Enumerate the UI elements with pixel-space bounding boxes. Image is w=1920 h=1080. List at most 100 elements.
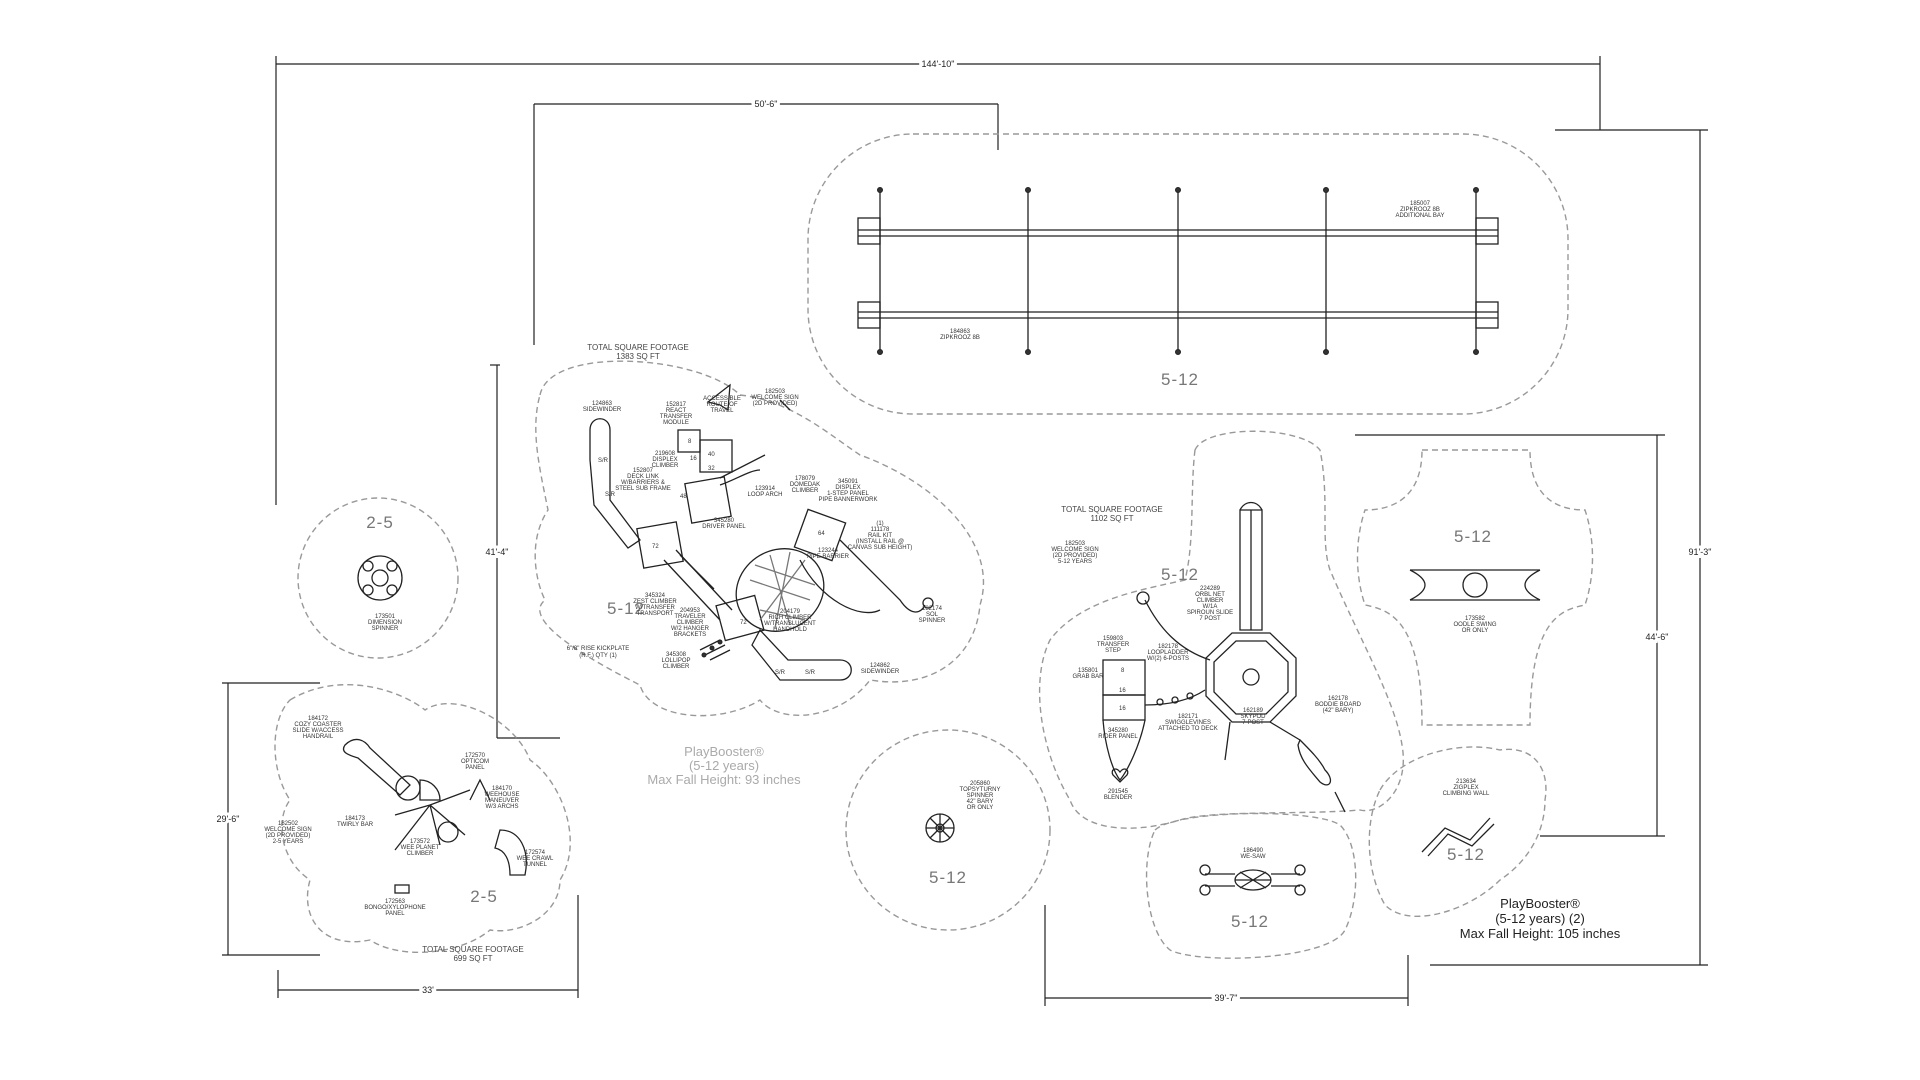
- dim-swing-width: 50'-6": [755, 99, 778, 109]
- deck-sr-4: S/R: [805, 670, 816, 676]
- safety-zones: [274, 133, 1594, 959]
- dim-left-structure-height: 41'-4": [486, 547, 509, 557]
- deck-40: 40: [708, 452, 715, 458]
- zone-spinner-2-5: [297, 497, 459, 659]
- zone-right-structure: [1038, 430, 1404, 829]
- dim-overall-height: 91'-3": [1689, 547, 1712, 557]
- deck-16-b: 16: [1119, 688, 1126, 694]
- dim-right-structure-height: 44'-6": [1646, 632, 1669, 642]
- zone-we-saw: [1145, 812, 1357, 959]
- dim-toddler-width: 33': [422, 985, 434, 995]
- deck-16-c: 16: [1119, 706, 1126, 712]
- zone-spinner-5-12: [845, 729, 1051, 931]
- zone-label-spinner-2-5: 2-5: [366, 513, 394, 532]
- dimension-lines: 144'-10" 50'-6" 91'-3" 41'-4" 29'-6" 33'…: [214, 56, 1714, 1006]
- zone-big-structure: [534, 360, 985, 717]
- zone-label-oodle: 5-12: [1454, 527, 1492, 546]
- deck-16-a: 16: [690, 456, 697, 462]
- deck-8-a: 8: [688, 439, 692, 445]
- dim-toddler-height: 29'-6": [217, 814, 240, 824]
- zone-label-big-structure: 5-12: [607, 599, 645, 618]
- zone-toddler: [274, 684, 571, 954]
- zone-labels: 5-12 2-5 5-12 2-5 5-12 5-12 5-12 5-12 5-…: [366, 370, 1492, 931]
- deck-sr-3: S/R: [775, 670, 786, 676]
- deck-sr-2: S/R: [605, 492, 616, 498]
- zone-label-right-structure: 5-12: [1161, 565, 1199, 584]
- zone-label-spinner-5-12: 5-12: [929, 868, 967, 887]
- deck-32: 32: [708, 466, 715, 472]
- dim-right-structure-width: 39'-7": [1215, 993, 1238, 1003]
- deck-48: 48: [680, 494, 687, 500]
- zone-label-toddler: 2-5: [470, 887, 498, 906]
- zone-swing: [807, 133, 1569, 415]
- zone-climber: [1368, 746, 1547, 917]
- deck-72-b: 72: [740, 620, 747, 626]
- zone-oodle-swing: [1356, 449, 1594, 726]
- deck-64: 64: [818, 531, 825, 537]
- label-kickplate: 6"/8" RISE KICKPLATE(R.F.) QTY (1): [567, 646, 630, 659]
- dim-overall-width: 144'-10": [922, 59, 955, 69]
- playbooster-note-2: PlayBooster®(5-12 years) (2)Max Fall Hei…: [1460, 896, 1621, 941]
- deck-8-b: 8: [1121, 668, 1125, 674]
- zone-label-swing: 5-12: [1161, 370, 1199, 389]
- zone-label-climber: 5-12: [1447, 845, 1485, 864]
- playbooster-note-1: PlayBooster®(5-12 years)Max Fall Height:…: [647, 744, 801, 787]
- zone-label-we-saw: 5-12: [1231, 912, 1269, 931]
- deck-72-a: 72: [652, 544, 659, 550]
